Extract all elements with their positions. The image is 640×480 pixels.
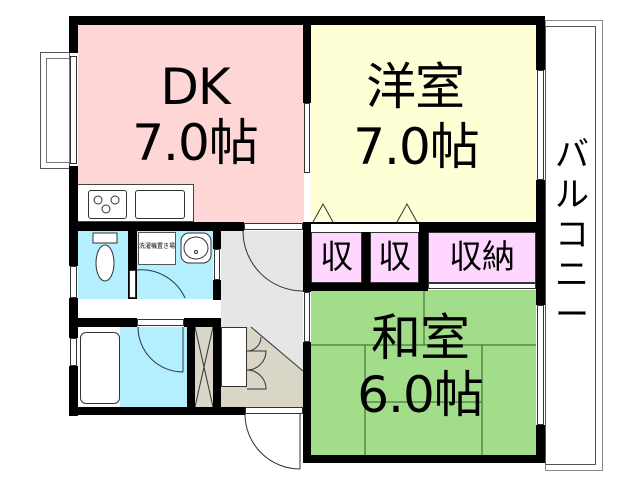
toilet-door — [129, 270, 136, 298]
storage-2 — [370, 232, 419, 283]
storage-2-label: 収 — [378, 237, 411, 276]
hall-japanese-opening — [304, 292, 310, 342]
room-dk-name: DK — [160, 58, 230, 116]
toilet-window — [70, 266, 77, 298]
washer-space-label: 洗濯機置き場 — [138, 243, 175, 250]
wall-right-upper — [536, 16, 545, 70]
balcony-char-2: ル — [555, 175, 589, 215]
wall-shoe-right — [213, 318, 221, 415]
wall-left-mid — [69, 166, 78, 266]
room-western-size: 7.0帖 — [353, 118, 480, 176]
dk-window-bay-inner — [46, 58, 70, 163]
wall-washroom-right — [213, 231, 221, 249]
room-japanese-size: 6.0帖 — [357, 366, 484, 424]
wall-dk-bottom — [69, 222, 244, 231]
storage-3 — [428, 232, 536, 283]
washer-space — [138, 232, 176, 265]
wall-left-bottom — [69, 366, 78, 416]
bathtub-icon — [80, 332, 120, 404]
wall-storage-div-2 — [419, 232, 428, 290]
sink — [135, 190, 185, 219]
balcony-char-3: コ — [555, 215, 589, 255]
bath-door — [137, 319, 184, 326]
wall-bath-top-right — [184, 318, 221, 327]
wall-washroom-right-2 — [213, 280, 221, 300]
wall-right-mid — [536, 180, 545, 305]
balcony-char-5: ー — [555, 295, 589, 335]
entrance-cabinet-doors — [246, 336, 267, 390]
room-bath — [120, 327, 187, 407]
stove-burners-icon — [93, 195, 120, 214]
entrance-step — [221, 327, 247, 387]
balcony-char-4: ニ — [555, 255, 589, 295]
toilet-icon — [92, 232, 118, 282]
balcony-char-1: バ — [555, 135, 589, 175]
dk-window — [70, 56, 77, 164]
room-western-name: 洋室 — [366, 58, 465, 116]
wash-basin-icon — [180, 232, 212, 264]
room-dk-size: 7.0帖 — [132, 114, 259, 172]
wall-right-lower — [536, 425, 545, 463]
wall-storage-bottom — [303, 283, 428, 291]
washroom-hall-door — [214, 249, 220, 280]
western-window — [537, 70, 544, 180]
bath-door-swing — [137, 326, 184, 373]
wall-storage-top-right — [419, 222, 545, 232]
wall-storage-div-1 — [362, 232, 370, 290]
tatami-lines — [311, 290, 536, 456]
storage-1 — [311, 232, 362, 283]
dk-western-opening — [304, 103, 310, 173]
front-door-swing — [244, 413, 301, 470]
wall-bottom-right — [303, 455, 545, 463]
japanese-window — [537, 305, 544, 425]
storage-3-label: 収納 — [449, 237, 515, 276]
wall-center-bottom — [303, 342, 311, 463]
bath-window — [70, 338, 77, 366]
storage-3-sliding-door — [428, 283, 536, 289]
wall-bottom-left — [69, 407, 245, 415]
front-door-frame — [245, 407, 303, 414]
wall-left-upper — [69, 16, 78, 53]
dk-hall-opening — [244, 223, 303, 230]
washroom-door-swing — [136, 269, 186, 299]
room-japanese-name: 和室 — [371, 309, 470, 367]
wall-bath-top-left — [69, 318, 137, 327]
hall-door-swing — [242, 230, 304, 292]
room-western — [311, 25, 536, 223]
closet-door-markers — [312, 202, 418, 223]
balcony-label: バ ル コ ニ ー — [552, 135, 592, 335]
wall-toilet-right — [128, 231, 137, 299]
wall-center-lower — [303, 222, 311, 292]
storage-1-label: 収 — [320, 237, 353, 276]
stove — [88, 190, 127, 219]
balcony — [545, 26, 596, 465]
wall-center-upper — [303, 16, 311, 103]
shoe-closet-x — [194, 326, 214, 408]
wall-bath-right — [187, 318, 195, 415]
wall-bath-top — [69, 298, 221, 307]
